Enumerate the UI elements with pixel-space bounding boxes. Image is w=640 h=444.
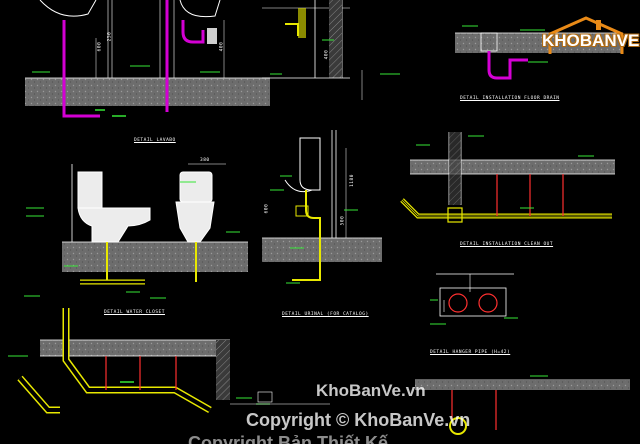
hanger-pipe-detail [415, 273, 630, 435]
dim-urinal-h: 1180 [349, 174, 355, 187]
dim-urinal-a: 600 [264, 203, 270, 214]
main-drain-pipe [62, 308, 212, 414]
title-urinal: DETAIL URINAL (FOR CATALOG) [282, 312, 369, 317]
floor-drain-detail [455, 25, 623, 80]
lavabo-basin-2 [179, 0, 221, 18]
title-water-closet: DETAIL WATER CLOSET [104, 310, 165, 315]
watermark-line-2: Copyright © KhoBanVe.vn [246, 410, 471, 430]
khobanve-logo: KHOBANVE [542, 14, 640, 60]
wall-section-top [262, 0, 400, 100]
dim-lavabo-a: 600 [97, 41, 103, 52]
wc-bowl [77, 207, 151, 243]
house-icon [548, 16, 624, 54]
urinal-detail [262, 130, 382, 284]
lavabo-basin [39, 0, 97, 17]
dim-lavabo-b: 250 [107, 31, 113, 42]
watermark-line-1: KhoBanVe.vn [316, 381, 426, 400]
dim-urinal-b: 500 [340, 215, 346, 226]
dim-wc-top: 380 [200, 158, 210, 163]
wc-tank-front [179, 171, 213, 203]
clean-out-detail [400, 132, 615, 223]
p-trap [181, 20, 205, 44]
title-hanger-pipe: DETAIL HANGER PIPE (H=42) [430, 350, 511, 355]
wc-bowl-front [175, 201, 215, 243]
title-clean-out: DETAIL INSTALLATION CLEAN OUT [460, 242, 554, 247]
pipe-section-bottom [8, 308, 330, 414]
urinal-drain [292, 190, 321, 281]
dim-lavabo-d: 400 [324, 49, 330, 60]
floor-slab [25, 78, 270, 106]
watermark-line-3: Copyright Bản Thiết Kế [188, 433, 389, 444]
drain-trap [487, 51, 528, 80]
urinal-bowl [299, 137, 321, 191]
water-closet-detail [24, 163, 248, 299]
pipe-section-circle [448, 293, 468, 313]
title-lavabo: DETAIL LAVABO [134, 138, 176, 143]
lavabo-detail [25, 0, 270, 118]
clean-out-pipe [400, 198, 612, 219]
wc-tank [77, 171, 103, 209]
title-floor-drain: DETAIL INSTALLATION FLOOR DRAIN [460, 96, 560, 101]
dim-lavabo-c: 400 [219, 41, 225, 52]
logo-text: KHOBANVE [542, 31, 640, 50]
